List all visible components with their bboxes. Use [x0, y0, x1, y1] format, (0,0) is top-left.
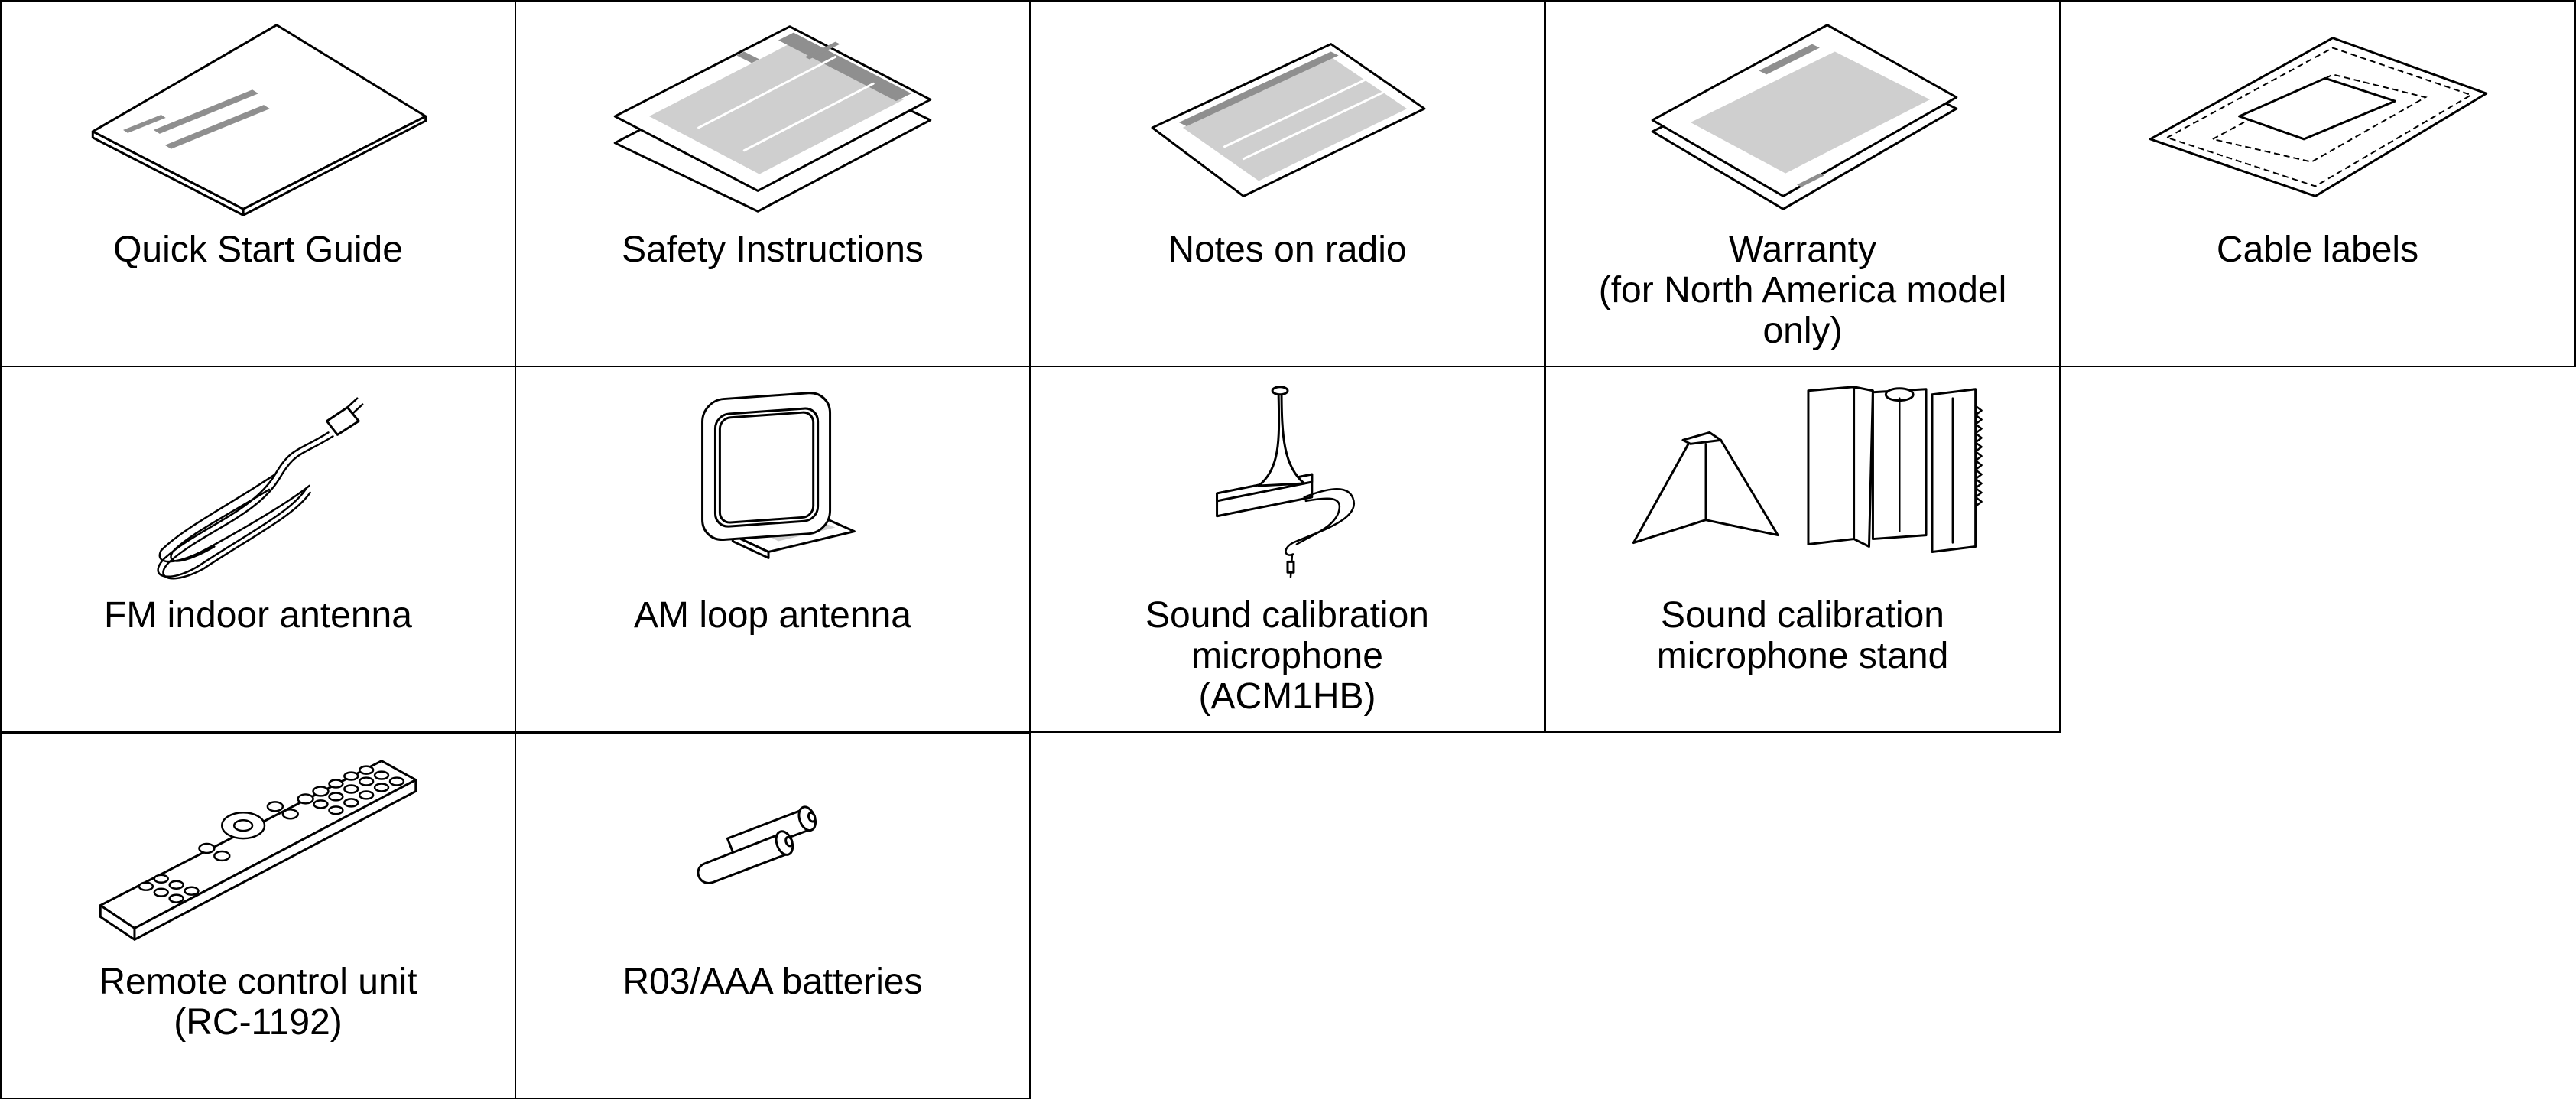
warranty-illustration [1546, 9, 2059, 227]
am-loop-antenna-illustration [516, 375, 1029, 593]
microphone-stand-label: Sound calibration microphone stand [1656, 595, 1949, 676]
item-warranty: Warranty (for North America model only) [1545, 0, 2061, 367]
quick-start-guide-label: Quick Start Guide [113, 229, 403, 270]
quick-start-guide-illustration [2, 9, 515, 227]
item-safety-instructions: Safety Instructions [515, 0, 1031, 367]
safety-instructions-label: Safety Instructions [622, 229, 924, 270]
item-r03-aaa-batteries: R03/AAA batteries [515, 732, 1031, 1099]
am-loop-antenna-label: AM loop antenna [634, 595, 911, 636]
item-sound-calibration-microphone: Sound calibration microphone (ACM1HB) [1029, 366, 1545, 733]
item-notes-on-radio: Notes on radio [1029, 0, 1545, 367]
warranty-label: Warranty (for North America model only) [1598, 229, 2007, 351]
item-quick-start-guide: Quick Start Guide [0, 0, 516, 367]
safety-instructions-illustration [516, 9, 1029, 227]
item-fm-indoor-antenna: FM indoor antenna [0, 366, 516, 733]
fm-indoor-antenna-label: FM indoor antenna [104, 595, 412, 636]
fm-indoor-antenna-illustration [2, 375, 515, 593]
batteries-icon [516, 741, 1029, 959]
microphone-label: Sound calibration microphone (ACM1HB) [1145, 595, 1429, 717]
cable-labels-label: Cable labels [2216, 229, 2419, 270]
item-am-loop-antenna: AM loop antenna [515, 366, 1031, 733]
microphone-illustration [1031, 375, 1544, 593]
remote-control-label: Remote control unit (RC-1192) [99, 962, 417, 1043]
remote-control-illustration [2, 741, 515, 959]
item-remote-control-unit: Remote control unit (RC-1192) [0, 732, 516, 1099]
notes-on-radio-label: Notes on radio [1168, 229, 1407, 270]
notes-on-radio-illustration [1031, 9, 1544, 227]
microphone-stand-illustration [1546, 375, 2059, 593]
item-cable-labels: Cable labels [2059, 0, 2576, 367]
item-sound-calibration-microphone-stand: Sound calibration microphone stand [1545, 366, 2061, 733]
batteries-label: R03/AAA batteries [622, 962, 923, 1002]
cable-labels-illustration [2061, 9, 2574, 227]
